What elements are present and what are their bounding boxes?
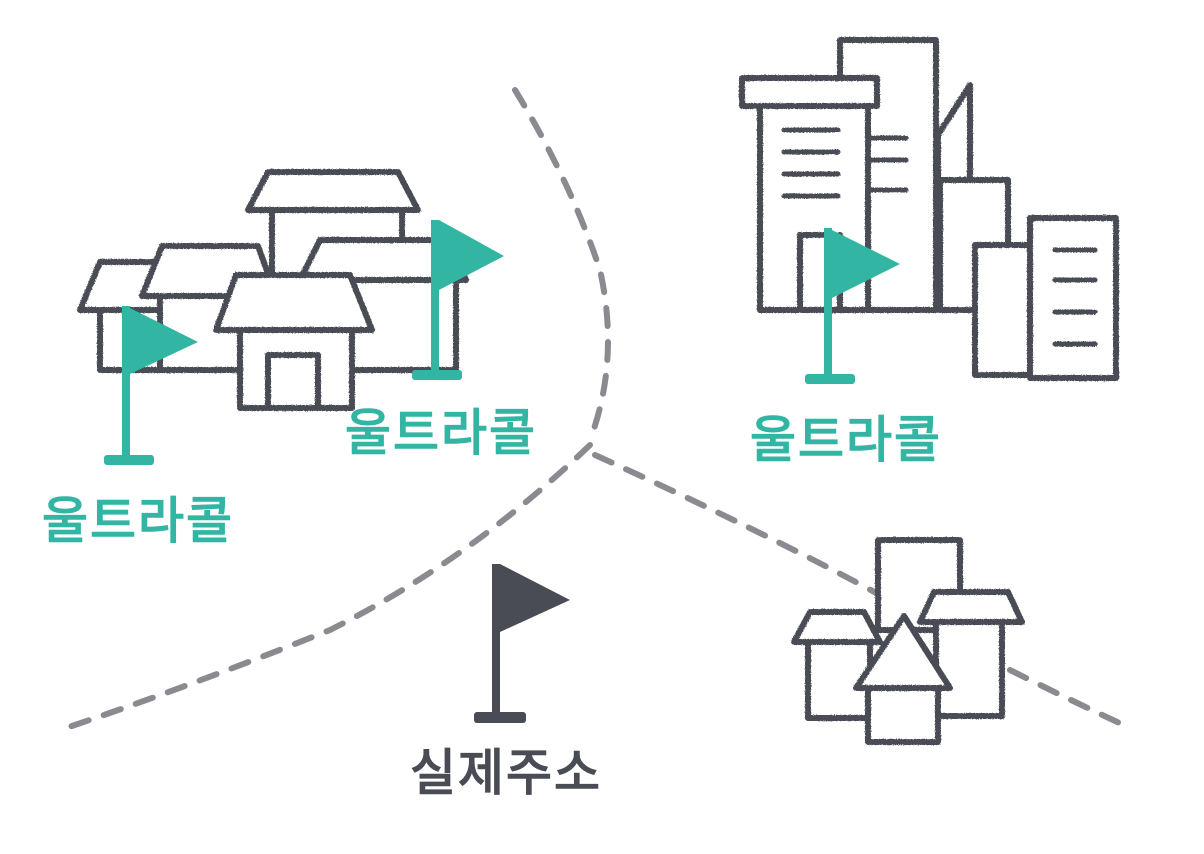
real-address-label: 실제주소 — [410, 744, 602, 802]
teal-flag-icon-3 — [805, 228, 900, 384]
dark-flag-icon — [474, 564, 570, 723]
teal-flag-icon-2 — [412, 220, 504, 380]
ultra-call-label-3: 울트라콜 — [750, 411, 942, 469]
ultra-call-label-2: 울트라콜 — [345, 404, 537, 462]
divider-left — [57, 442, 593, 733]
ultra-call-label-1: 울트라콜 — [42, 492, 234, 550]
zone-dividers — [57, 87, 1133, 733]
village-left-icon — [77, 169, 469, 411]
divider-top-curve — [512, 87, 611, 443]
divider-right — [592, 452, 883, 598]
city-right-icon — [739, 37, 1119, 381]
village-bottom-icon — [791, 537, 1025, 745]
teal-flag-icon-1 — [104, 306, 198, 465]
divider-right-end — [1007, 667, 1133, 731]
